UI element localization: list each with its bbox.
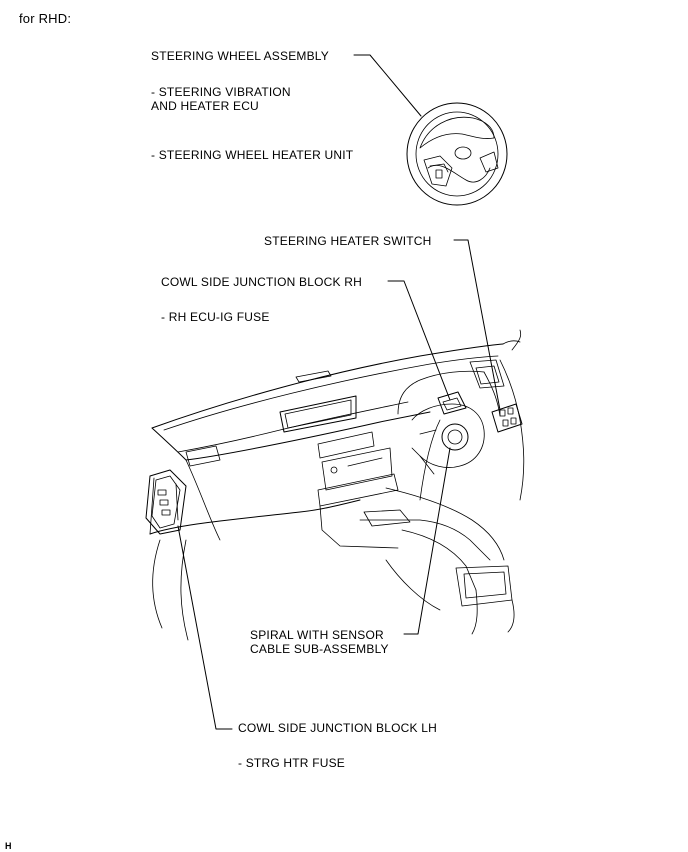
leader-spiral-cable — [403, 447, 451, 635]
label-rh-ecu-ig-fuse: - RH ECU-IG FUSE — [161, 310, 270, 324]
instrument-panel-illustration — [145, 329, 525, 641]
diagram-heading: for RHD: — [19, 11, 72, 26]
label-strg-htr-fuse: - STRG HTR FUSE — [238, 756, 345, 770]
cowl-junction-block-lh — [145, 469, 187, 535]
label-steering-wheel-assembly: STEERING WHEEL ASSEMBLY — [151, 49, 329, 63]
leader-steering-wheel — [353, 54, 422, 117]
leader-cowl-junction-block-rh — [387, 280, 451, 401]
label-cowl-junction-block-lh: COWL SIDE JUNCTION BLOCK LH — [238, 721, 437, 735]
figure-code: H — [5, 841, 12, 851]
label-cowl-junction-block-rh: COWL SIDE JUNCTION BLOCK RH — [161, 275, 362, 289]
label-spiral-cable: SPIRAL WITH SENSOR CABLE SUB-ASSEMBLY — [250, 628, 389, 656]
leader-cowl-junction-block-lh — [177, 525, 233, 730]
leader-heater-switch — [453, 239, 501, 411]
label-heater-switch: STEERING HEATER SWITCH — [264, 234, 432, 248]
label-vibration-heater-ecu: - STEERING VIBRATION AND HEATER ECU — [151, 85, 291, 113]
steering-wheel-illustration — [406, 102, 508, 206]
label-wheel-heater-unit: - STEERING WHEEL HEATER UNIT — [151, 148, 354, 162]
